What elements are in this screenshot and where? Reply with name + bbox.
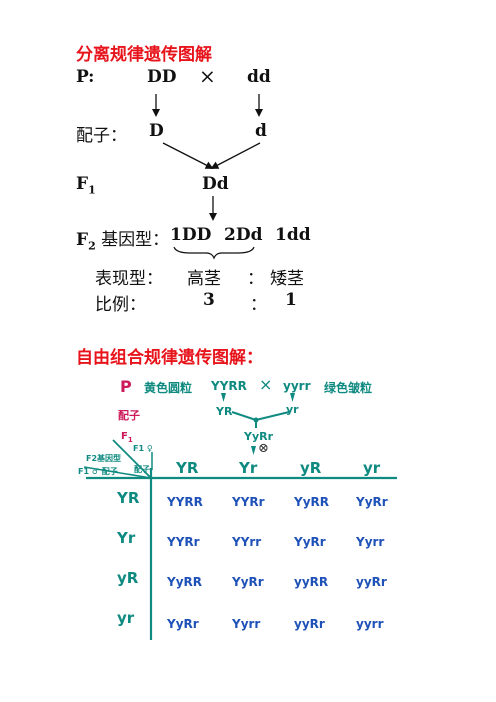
- independent-assortment-title: 自由组合规律遗传图解：: [76, 348, 263, 368]
- parent-dd-recessive: dd: [247, 67, 271, 87]
- punnett-cell: yyRR: [294, 575, 329, 589]
- punnett-cell: yyRr: [356, 575, 387, 589]
- teal-arrow-f1: [251, 446, 256, 455]
- row-header-yr-2: Yr: [117, 529, 136, 547]
- phenotype-short: 矮茎: [270, 269, 304, 289]
- parent1-genotype: YYRR: [211, 379, 247, 393]
- arrow-gamete-left-to-f1: [162, 142, 214, 169]
- col-header-yr-4: yr: [363, 459, 381, 477]
- punnett-cell: YYRr: [232, 495, 265, 509]
- brace-icon: [173, 246, 255, 260]
- f2-genotype-row: F2 基因型：: [76, 225, 169, 252]
- gamete-d-recessive: d: [255, 121, 267, 141]
- row-header-yr-3: yR: [117, 569, 139, 587]
- teal-arrow-p2: [290, 393, 295, 402]
- ratio-label: 比例：: [95, 295, 146, 315]
- punnett-cell: YYRr: [167, 535, 200, 549]
- f2-genotype-label: 基因型：: [95, 230, 170, 250]
- parent-dd-dominant: DD: [147, 67, 177, 87]
- punnett-cell: YyRR: [167, 575, 202, 589]
- f1-label-2: F1: [121, 431, 133, 444]
- gamete-join-lines: [231, 411, 290, 422]
- col-header-yr-3: yR: [300, 459, 322, 477]
- ratio-colon: ：: [250, 295, 267, 315]
- punnett-cell: YyRr: [232, 575, 264, 589]
- f2-letter: F: [76, 230, 89, 250]
- punnett-cell: YyRr: [294, 535, 326, 549]
- phenotype-tall: 高茎: [187, 269, 221, 289]
- corner-male-label: F1 ♂ 配子: [78, 467, 118, 476]
- corner-female-label: F1 ♀: [133, 444, 153, 453]
- gamete-yr-dominant: YR: [216, 405, 233, 418]
- f1-genotype: Dd: [202, 174, 229, 194]
- cross-symbol: ×: [199, 64, 216, 88]
- parent1-phenotype: 黄色圆粒: [144, 381, 193, 395]
- punnett-cell: Yyrr: [356, 535, 385, 549]
- f1-subscript-2: 1: [127, 436, 133, 444]
- gamete-label: 配子：: [76, 126, 127, 146]
- phenotype-colon: ：: [247, 269, 264, 289]
- punnett-cell: YyRr: [167, 617, 199, 631]
- f2-genotype-1dd-recessive: 1dd: [275, 225, 311, 245]
- row-header-yr-1: YR: [117, 489, 140, 507]
- f2-subscript: 2: [88, 239, 96, 253]
- f2-genotype-2dd: 2Dd: [224, 225, 263, 245]
- f1-letter-2: F: [121, 431, 128, 442]
- gamete-d-dominant: D: [149, 121, 164, 141]
- cross-symbol-2: ×: [259, 375, 273, 394]
- parent2-phenotype: 绿色皱粒: [324, 381, 373, 395]
- punnett-cell: YYrr: [232, 535, 262, 549]
- punnett-cell: YyRR: [294, 495, 329, 509]
- punnett-cell: YYRR: [167, 495, 203, 509]
- punnett-cell: Yyrr: [232, 617, 261, 631]
- f1-label: F1: [76, 174, 96, 196]
- col-header-yr-2: Yr: [239, 459, 258, 477]
- f2-genotype-1dd: 1DD: [170, 225, 212, 245]
- f1-dihybrid-genotype: YyRr: [244, 430, 274, 443]
- punnett-diagonal-2: [83, 466, 152, 479]
- teal-arrow-p1: [221, 393, 226, 402]
- p2-label: P: [120, 377, 132, 396]
- ratio-3: 3: [203, 290, 215, 310]
- selfing-icon: ⊗: [258, 441, 269, 456]
- f1-letter: F: [76, 174, 89, 194]
- p-label: P:: [76, 67, 95, 87]
- segregation-title: 分离规律遗传图解: [76, 45, 212, 65]
- gamete-label-2: 配子: [118, 409, 140, 422]
- punnett-diagonal-1: [112, 439, 152, 479]
- punnett-cell: yyrr: [356, 617, 384, 631]
- phenotype-label: 表现型：: [95, 269, 163, 289]
- col-header-yr-1: YR: [176, 459, 199, 477]
- parent2-genotype: yyrr: [283, 379, 311, 393]
- punnett-cell: YyRr: [356, 495, 388, 509]
- corner-f2-label: F2基因型: [86, 454, 122, 463]
- ratio-1: 1: [285, 290, 297, 310]
- f1-subscript: 1: [88, 183, 96, 197]
- punnett-cell: yyRr: [294, 617, 325, 631]
- arrow-gamete-right-to-f1: [210, 142, 261, 169]
- row-header-yr-4: yr: [117, 609, 135, 627]
